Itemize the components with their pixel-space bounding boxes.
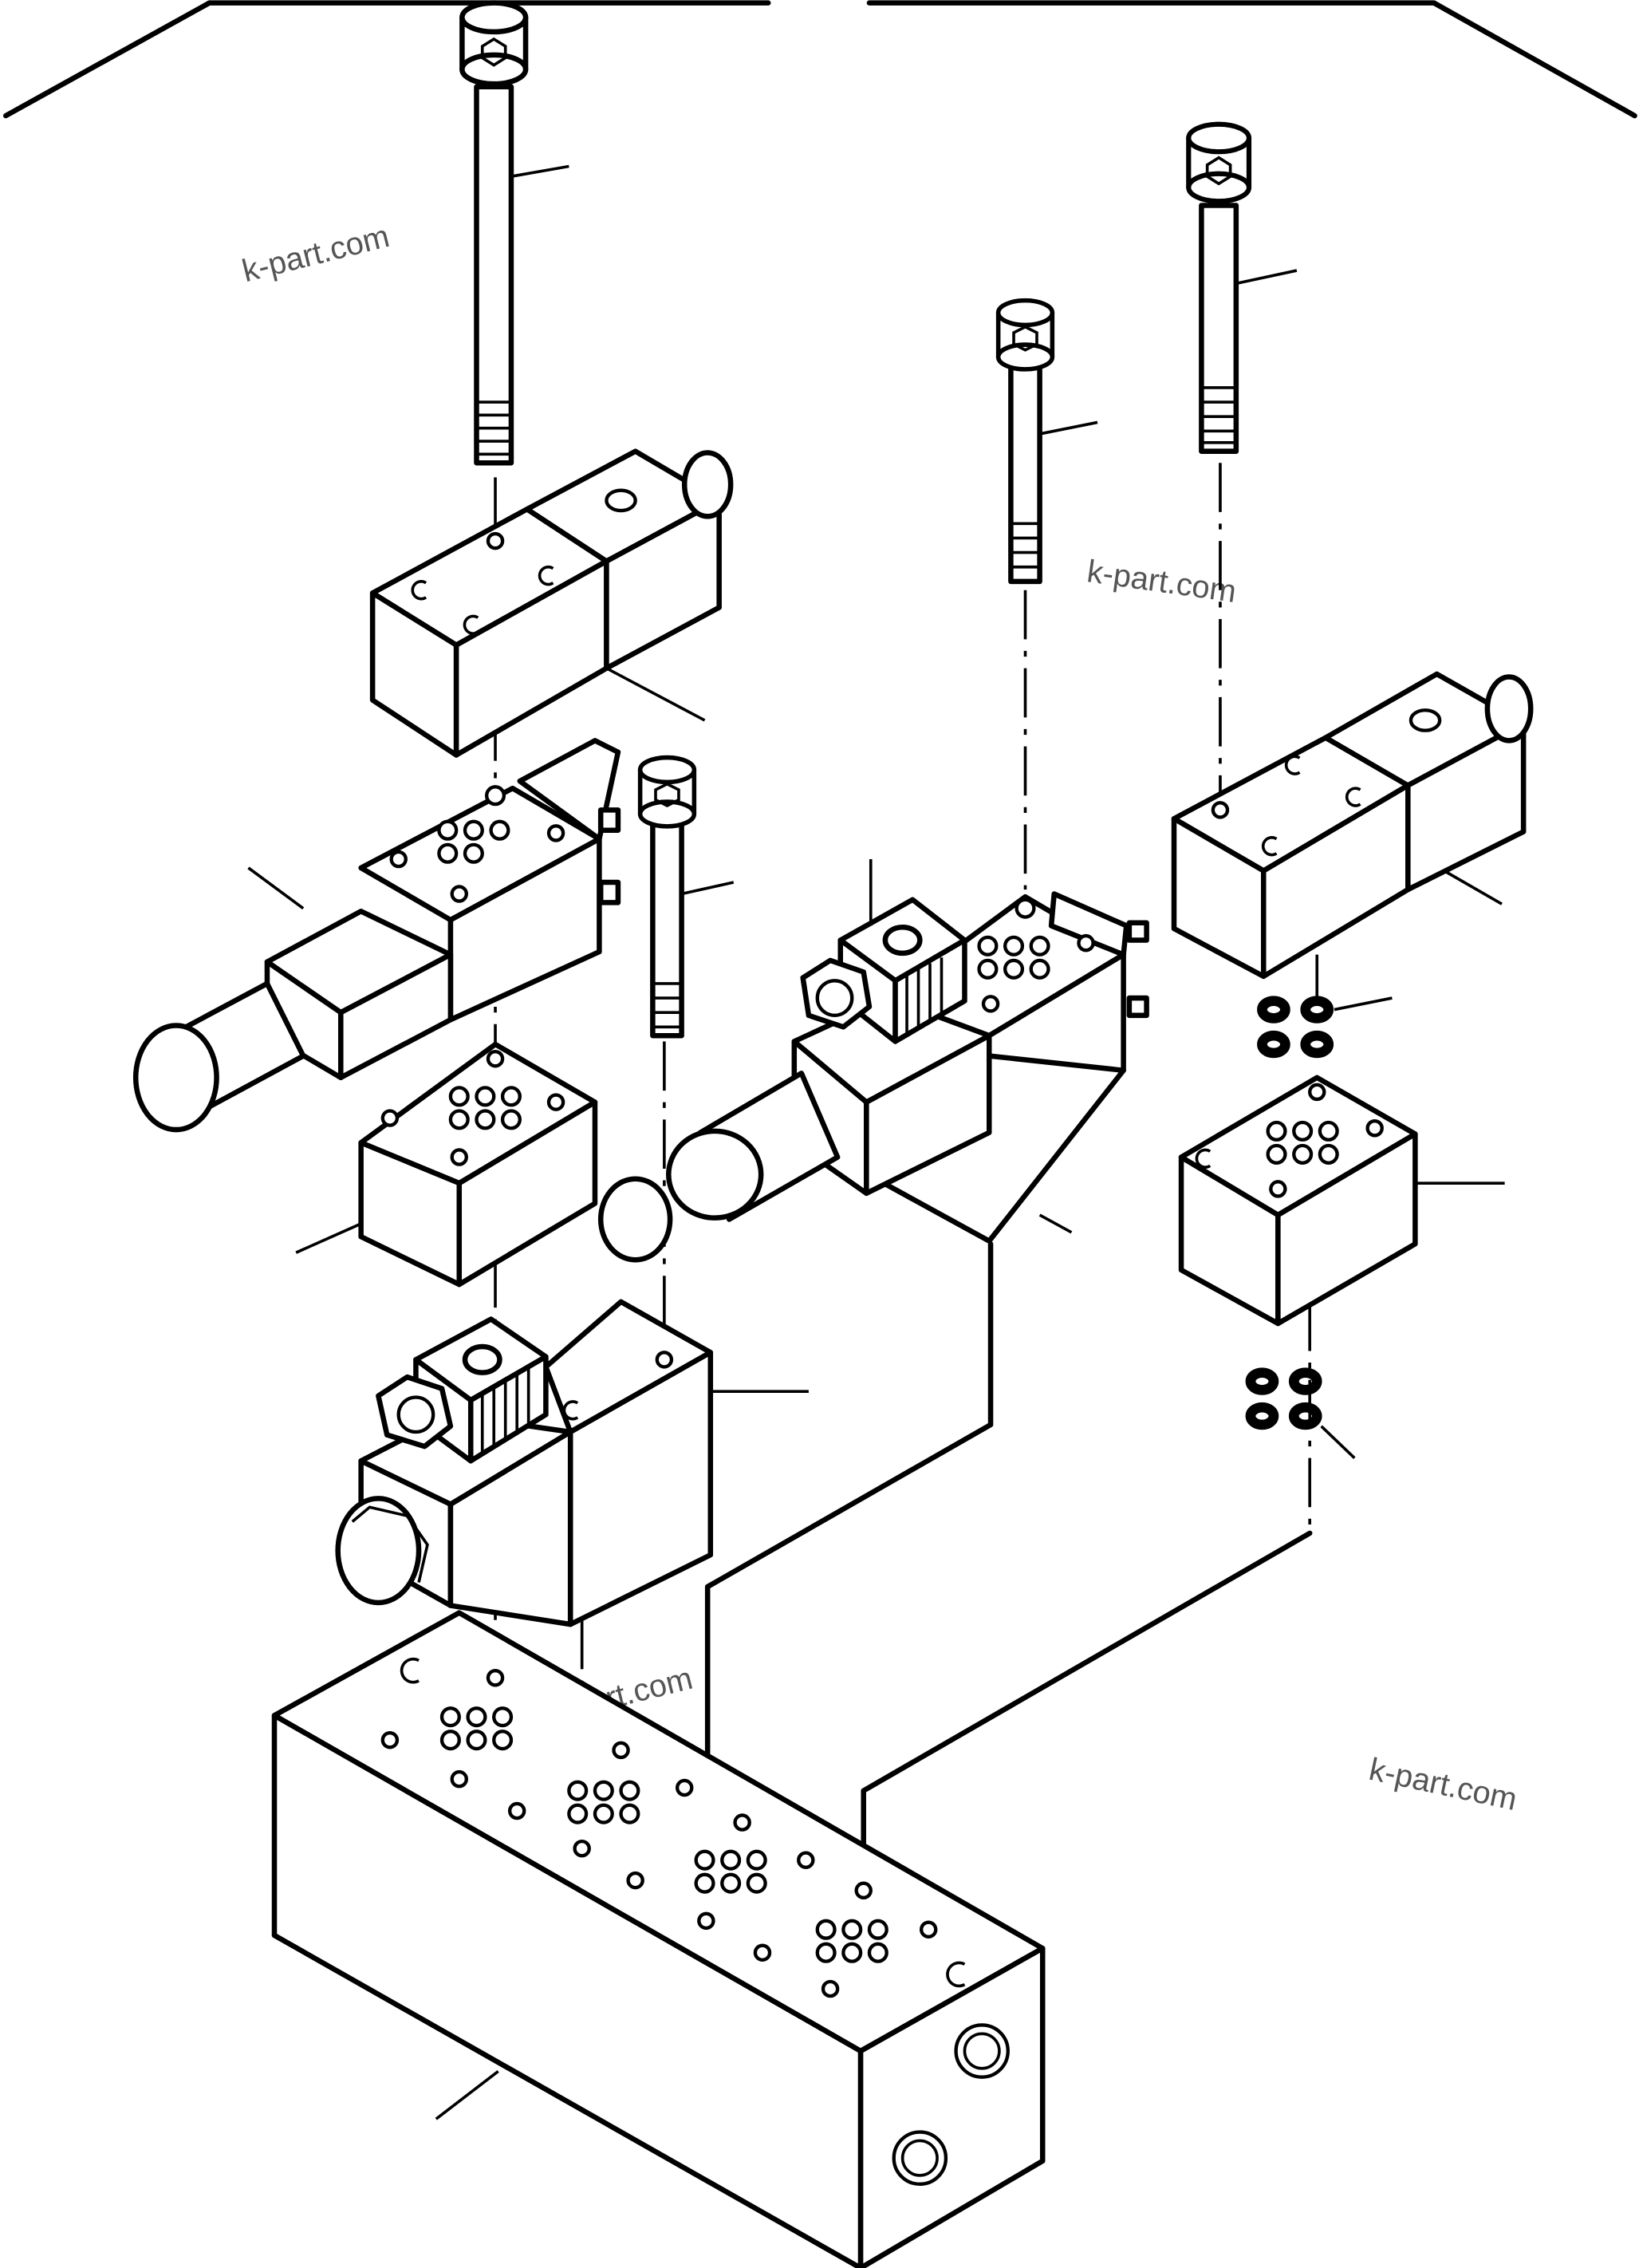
manifold-block [271, 1610, 1046, 2268]
o-rings-lower [1251, 1373, 1356, 1459]
bolt-3-short [999, 301, 1098, 585]
bolt-1-long [462, 3, 569, 466]
watermark-2: k-part.com [1085, 554, 1238, 609]
bolt-2-short [640, 758, 735, 1039]
watermark-1: k-part.com [238, 219, 392, 289]
bolt-4-long [1188, 124, 1298, 454]
manifold-top-ports [380, 1657, 966, 1998]
valve-middle-with-solenoid [597, 859, 1149, 1263]
o-rings-upper [1262, 998, 1393, 1053]
sandwich-plate-right [1178, 1075, 1505, 1327]
valve-left-with-solenoid [132, 738, 621, 1133]
sandwich-plate-left [295, 1041, 598, 1288]
solenoid-coil-right [1171, 671, 1534, 980]
solenoid-coil-upper-left [369, 448, 734, 758]
watermark-4: k-part.com [1366, 1752, 1520, 1817]
frame-top [2, 0, 1637, 119]
valve-lower-left-with-solenoid [335, 1299, 809, 1627]
